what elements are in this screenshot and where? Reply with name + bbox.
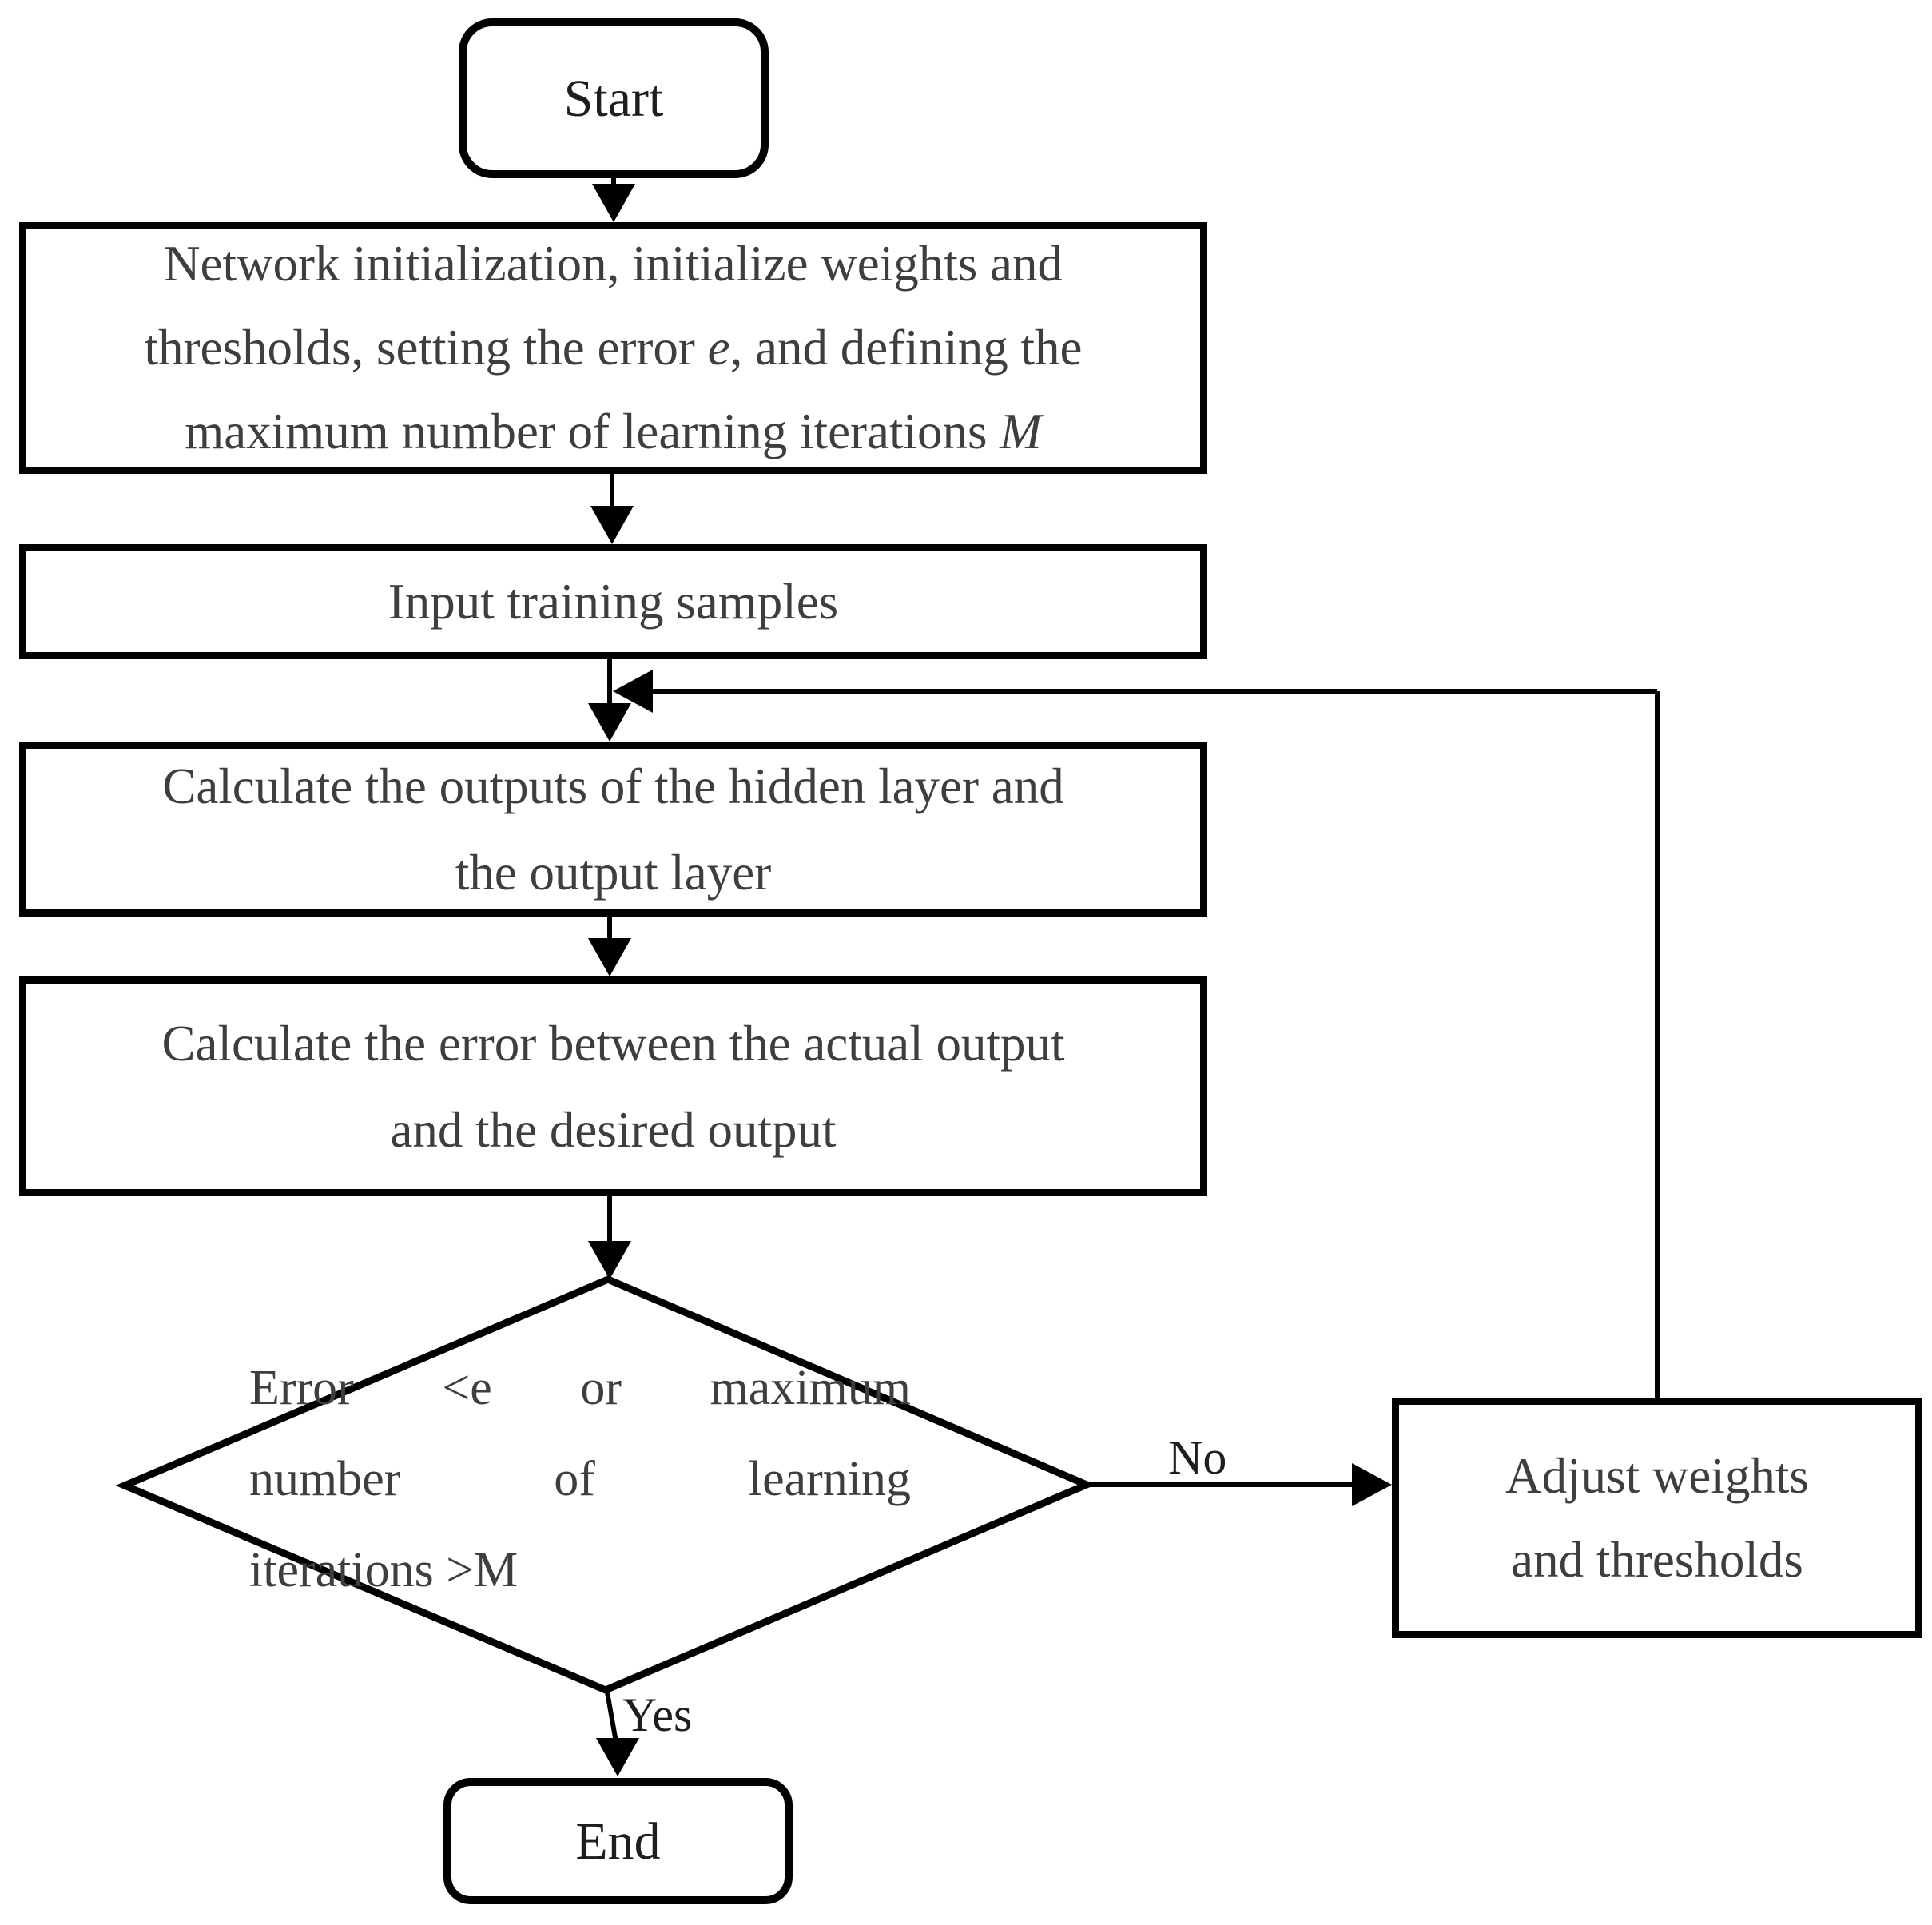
- input-samples-label: Input training samples: [388, 573, 839, 630]
- calc-error-box: Calculate the error between the actual o…: [19, 976, 1207, 1196]
- network-init-line2: thresholds, setting the error e, and def…: [144, 320, 1083, 376]
- start-label: Start: [563, 69, 664, 128]
- adjust-line2: and thresholds: [1511, 1531, 1803, 1588]
- arrow-decision-to-adjust-head: [1352, 1463, 1392, 1506]
- arrow-input-to-calc-outputs-head: [588, 703, 631, 742]
- adjust-line1: Adjust weights: [1505, 1447, 1809, 1504]
- arrow-calc-outputs-to-calc-error-head: [588, 938, 631, 976]
- decision-diamond: Error <e or maximum number of learning i…: [249, 1342, 911, 1616]
- arrow-start-to-init-head: [592, 184, 635, 222]
- input-samples-box: Input training samples: [19, 544, 1207, 659]
- network-init-line1: Network initialization, initialize weigh…: [164, 236, 1063, 292]
- arrow-decision-to-end-line: [604, 1687, 618, 1743]
- yes-label: Yes: [622, 1688, 693, 1741]
- max-iterations-symbol: M: [1000, 404, 1042, 459]
- network-init-line3: maximum number of learning iterations M: [185, 404, 1042, 459]
- adjust-box: Adjust weights and thresholds: [1392, 1398, 1922, 1638]
- arrow-calc-error-to-decision-head: [588, 1241, 631, 1279]
- error-symbol: e: [707, 320, 730, 376]
- decision-line1: Error <e or maximum: [249, 1361, 911, 1415]
- start-node: Start: [459, 18, 769, 178]
- network-init-box: Network initialization, initialize weigh…: [19, 222, 1207, 474]
- decision-line2: number of learning: [249, 1452, 911, 1506]
- feedback-arrow-head: [613, 670, 653, 713]
- arrow-decision-to-end-head: [596, 1738, 639, 1776]
- end-label: End: [575, 1812, 661, 1871]
- arrow-init-to-input-head: [590, 506, 634, 544]
- calc-error-line2: and the desired output: [390, 1101, 837, 1158]
- calc-outputs-line2: the output layer: [455, 844, 772, 901]
- calc-outputs-line1: Calculate the outputs of the hidden laye…: [162, 758, 1064, 814]
- end-node: End: [443, 1778, 793, 1904]
- no-label: No: [1168, 1431, 1227, 1484]
- calc-error-line1: Calculate the error between the actual o…: [161, 1015, 1065, 1072]
- decision-line3: iterations >M: [249, 1543, 519, 1597]
- calc-outputs-box: Calculate the outputs of the hidden laye…: [19, 742, 1207, 917]
